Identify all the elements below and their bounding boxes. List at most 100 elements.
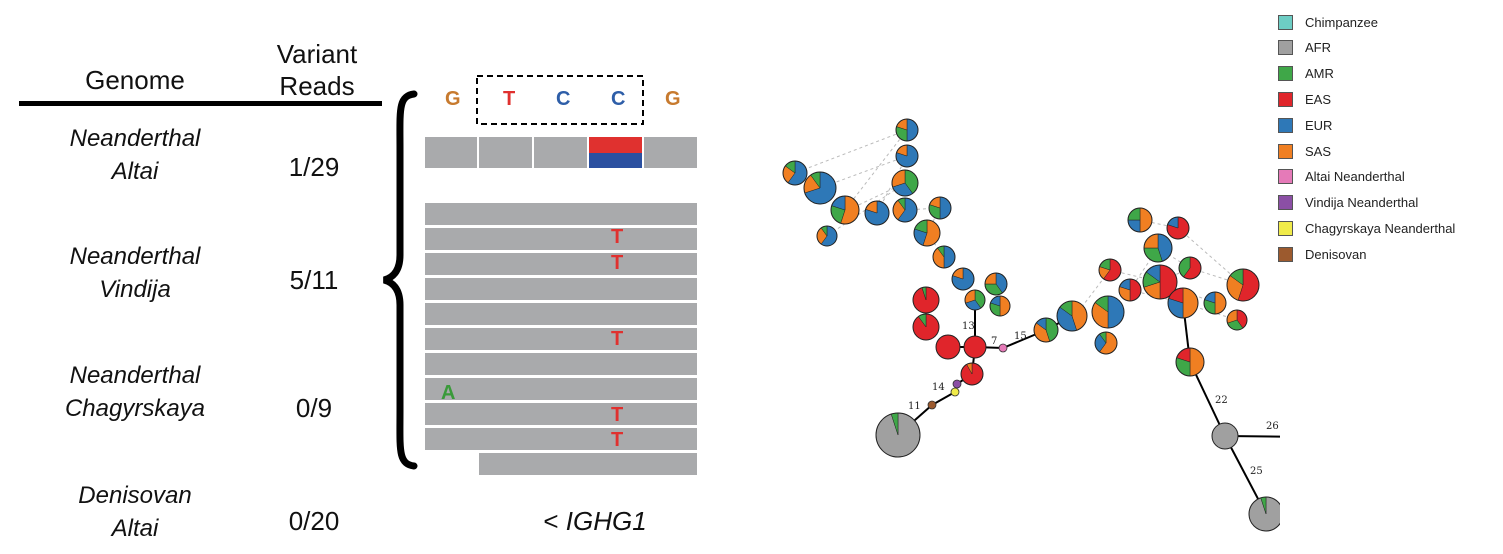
genome-name-line2: Chagyrskaya <box>64 395 206 422</box>
haplotype-node <box>892 197 918 223</box>
legend-item: AFR <box>1278 39 1331 57</box>
legend-item: Altai Neanderthal <box>1278 168 1405 186</box>
haplotype-node <box>927 400 937 410</box>
haplotype-node <box>960 362 984 386</box>
legend-swatch <box>1278 169 1293 185</box>
reference-cell <box>534 137 587 168</box>
haplotype-network: 13715141122263125 <box>782 118 1280 532</box>
sequencing-read <box>425 278 697 300</box>
variant-reads-value: 0/20 <box>288 506 340 536</box>
base-letter: T <box>503 88 516 110</box>
genome-name-line2: Altai <box>111 158 159 185</box>
legend-swatch <box>1278 246 1293 262</box>
genome-name-line1: Neanderthal <box>69 362 201 389</box>
haplotype-node <box>1127 207 1153 233</box>
legend-item: Denisovan <box>1278 245 1366 263</box>
haplotype-node <box>1118 278 1142 302</box>
reference-cell <box>425 137 477 168</box>
reference-cell-variant-bottom <box>589 153 642 168</box>
haplotype-node <box>952 379 962 389</box>
sequencing-read <box>425 403 697 425</box>
legend-swatch <box>1278 14 1293 30</box>
haplotype-node <box>895 144 919 168</box>
variant-reads-value: 0/9 <box>295 393 333 423</box>
genome-name-line1: Neanderthal <box>69 243 201 270</box>
legend-item: Chimpanzee <box>1278 13 1378 31</box>
haplotype-node <box>1091 295 1125 329</box>
haplotype-node <box>998 343 1008 353</box>
legend-item: SAS <box>1278 142 1331 160</box>
genome-name-line2: Altai <box>111 515 159 542</box>
legend-label: Altai Neanderthal <box>1305 169 1405 185</box>
haplotype-node <box>1056 300 1088 332</box>
network-edge-dashed <box>847 182 906 211</box>
haplotype-node <box>1175 347 1205 377</box>
read-call: T <box>611 404 624 426</box>
haplotype-node <box>875 412 921 458</box>
genome-row-1: Neanderthal Altai <box>20 122 250 188</box>
sequencing-read <box>425 378 697 400</box>
haplotype-node <box>984 272 1008 296</box>
read-call: T <box>611 226 624 248</box>
legend-label: AMR <box>1305 66 1334 82</box>
haplotype-node <box>1142 264 1178 300</box>
genome-row-4: Denisovan Altai <box>20 479 250 545</box>
haplotype-node <box>1167 287 1199 319</box>
genome-name-line2: Vindija <box>99 276 171 303</box>
haplotype-node <box>964 289 986 311</box>
genome-row-2: Neanderthal Vindija <box>20 240 250 306</box>
haplotype-node <box>830 195 860 225</box>
sequencing-read <box>425 253 697 275</box>
network-edge-dashed <box>826 182 906 237</box>
network-edge-dashed <box>844 129 908 211</box>
haplotype-node <box>803 171 837 205</box>
variant-reads-header-line1: Variant <box>276 39 358 69</box>
edge-mutation-count: 25 <box>1250 466 1263 477</box>
legend-swatch <box>1278 117 1293 133</box>
base-letter: G <box>445 88 461 110</box>
haplotype-node <box>1143 233 1173 263</box>
haplotype-node <box>1098 258 1122 282</box>
variant-site-box <box>476 75 644 125</box>
variant-reads-value: 1/29 <box>288 152 340 182</box>
read-alignment <box>425 75 697 475</box>
haplotype-node <box>1178 256 1202 280</box>
haplotype-node <box>816 225 838 247</box>
legend-item: EAS <box>1278 90 1331 108</box>
sequencing-read <box>425 328 697 350</box>
edge-mutation-count: 22 <box>1215 395 1228 406</box>
haplotype-node <box>1033 317 1059 343</box>
reference-cell <box>644 137 697 168</box>
genome-name-line1: Denisovan <box>78 482 192 509</box>
haplotype-node <box>1166 216 1190 240</box>
haplotype-node <box>891 169 919 197</box>
haplotype-node <box>1203 291 1227 315</box>
legend-label: EUR <box>1305 117 1333 133</box>
haplotype-node <box>912 313 940 341</box>
haplotype-node <box>928 196 952 220</box>
reference-cell <box>479 137 532 168</box>
edge-mutation-count: 15 <box>1014 331 1027 342</box>
reference-bases: G T C C G <box>423 74 710 110</box>
legend-swatch <box>1278 143 1293 159</box>
sequencing-read <box>479 453 697 475</box>
haplotype-node <box>963 335 987 359</box>
read-call: T <box>611 328 624 350</box>
legend-label: Chimpanzee <box>1305 14 1378 30</box>
genome-header: Genome <box>85 65 185 95</box>
gene-label-text: < IGHG1 <box>543 506 647 536</box>
base-letter: C <box>611 88 626 110</box>
edge-mutation-count: 14 <box>932 382 945 393</box>
sequencing-read <box>425 353 697 375</box>
genome-row-3: Neanderthal Chagyrskaya <box>20 359 250 425</box>
network-edge-dashed <box>926 207 941 234</box>
read-call: T <box>611 429 624 451</box>
edge-mutation-count: 11 <box>908 401 921 412</box>
read-call: A <box>441 382 456 404</box>
sequencing-read <box>425 228 697 250</box>
haplotype-node <box>895 118 919 142</box>
legend-label: Denisovan <box>1305 246 1367 262</box>
haplotype-node <box>912 286 940 314</box>
sequencing-read <box>425 303 697 325</box>
base-letter: C <box>556 88 571 110</box>
